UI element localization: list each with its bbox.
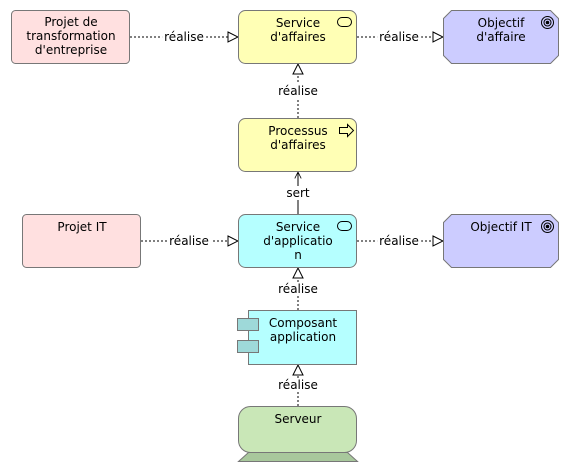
node-service-affaires[interactable]: [238, 10, 357, 64]
edge-label-e7: réalise: [276, 282, 320, 296]
label-service-application: Service d'applicatio n: [263, 220, 333, 262]
component-icon: [237, 318, 259, 353]
node-serveur[interactable]: [238, 406, 357, 453]
label-objectif-affaire: Objectif d'affaire: [476, 16, 526, 44]
label-processus-affaires: Processus d'affaires: [268, 124, 328, 152]
label-objectif-it: Objectif IT: [470, 220, 532, 234]
node-serveur-base: [237, 452, 359, 462]
node-projet-it[interactable]: [22, 214, 141, 268]
label-composant-application: Composant application: [268, 316, 338, 344]
edge-label-e4: sert: [284, 186, 312, 200]
node-composant-application[interactable]: [248, 310, 357, 365]
node-service-application[interactable]: [238, 214, 357, 268]
label-projet-transformation: Projet de transformation d'entreprise: [26, 15, 116, 57]
edge-label-e6: réalise: [377, 234, 421, 248]
business-service-icon: [337, 17, 352, 27]
process-arrow-icon: [339, 123, 355, 138]
edge-label-e1: réalise: [162, 30, 206, 44]
edge-label-e5: réalise: [167, 234, 211, 248]
edge-label-e8: réalise: [276, 378, 320, 392]
edge-label-e3: réalise: [276, 84, 320, 98]
node-projet-transformation[interactable]: [11, 10, 130, 64]
label-serveur: Serveur: [274, 412, 322, 426]
goal-icon: [541, 220, 554, 233]
label-service-affaires: Service d'affaires: [270, 16, 326, 44]
goal-icon: [541, 16, 554, 29]
application-service-icon: [337, 221, 352, 231]
label-projet-it: Projet IT: [57, 220, 107, 234]
node-objectif-affaire[interactable]: [443, 10, 559, 64]
node-processus-affaires[interactable]: [238, 118, 357, 172]
node-objectif-it[interactable]: [443, 214, 559, 268]
edge-label-e2: réalise: [377, 30, 421, 44]
